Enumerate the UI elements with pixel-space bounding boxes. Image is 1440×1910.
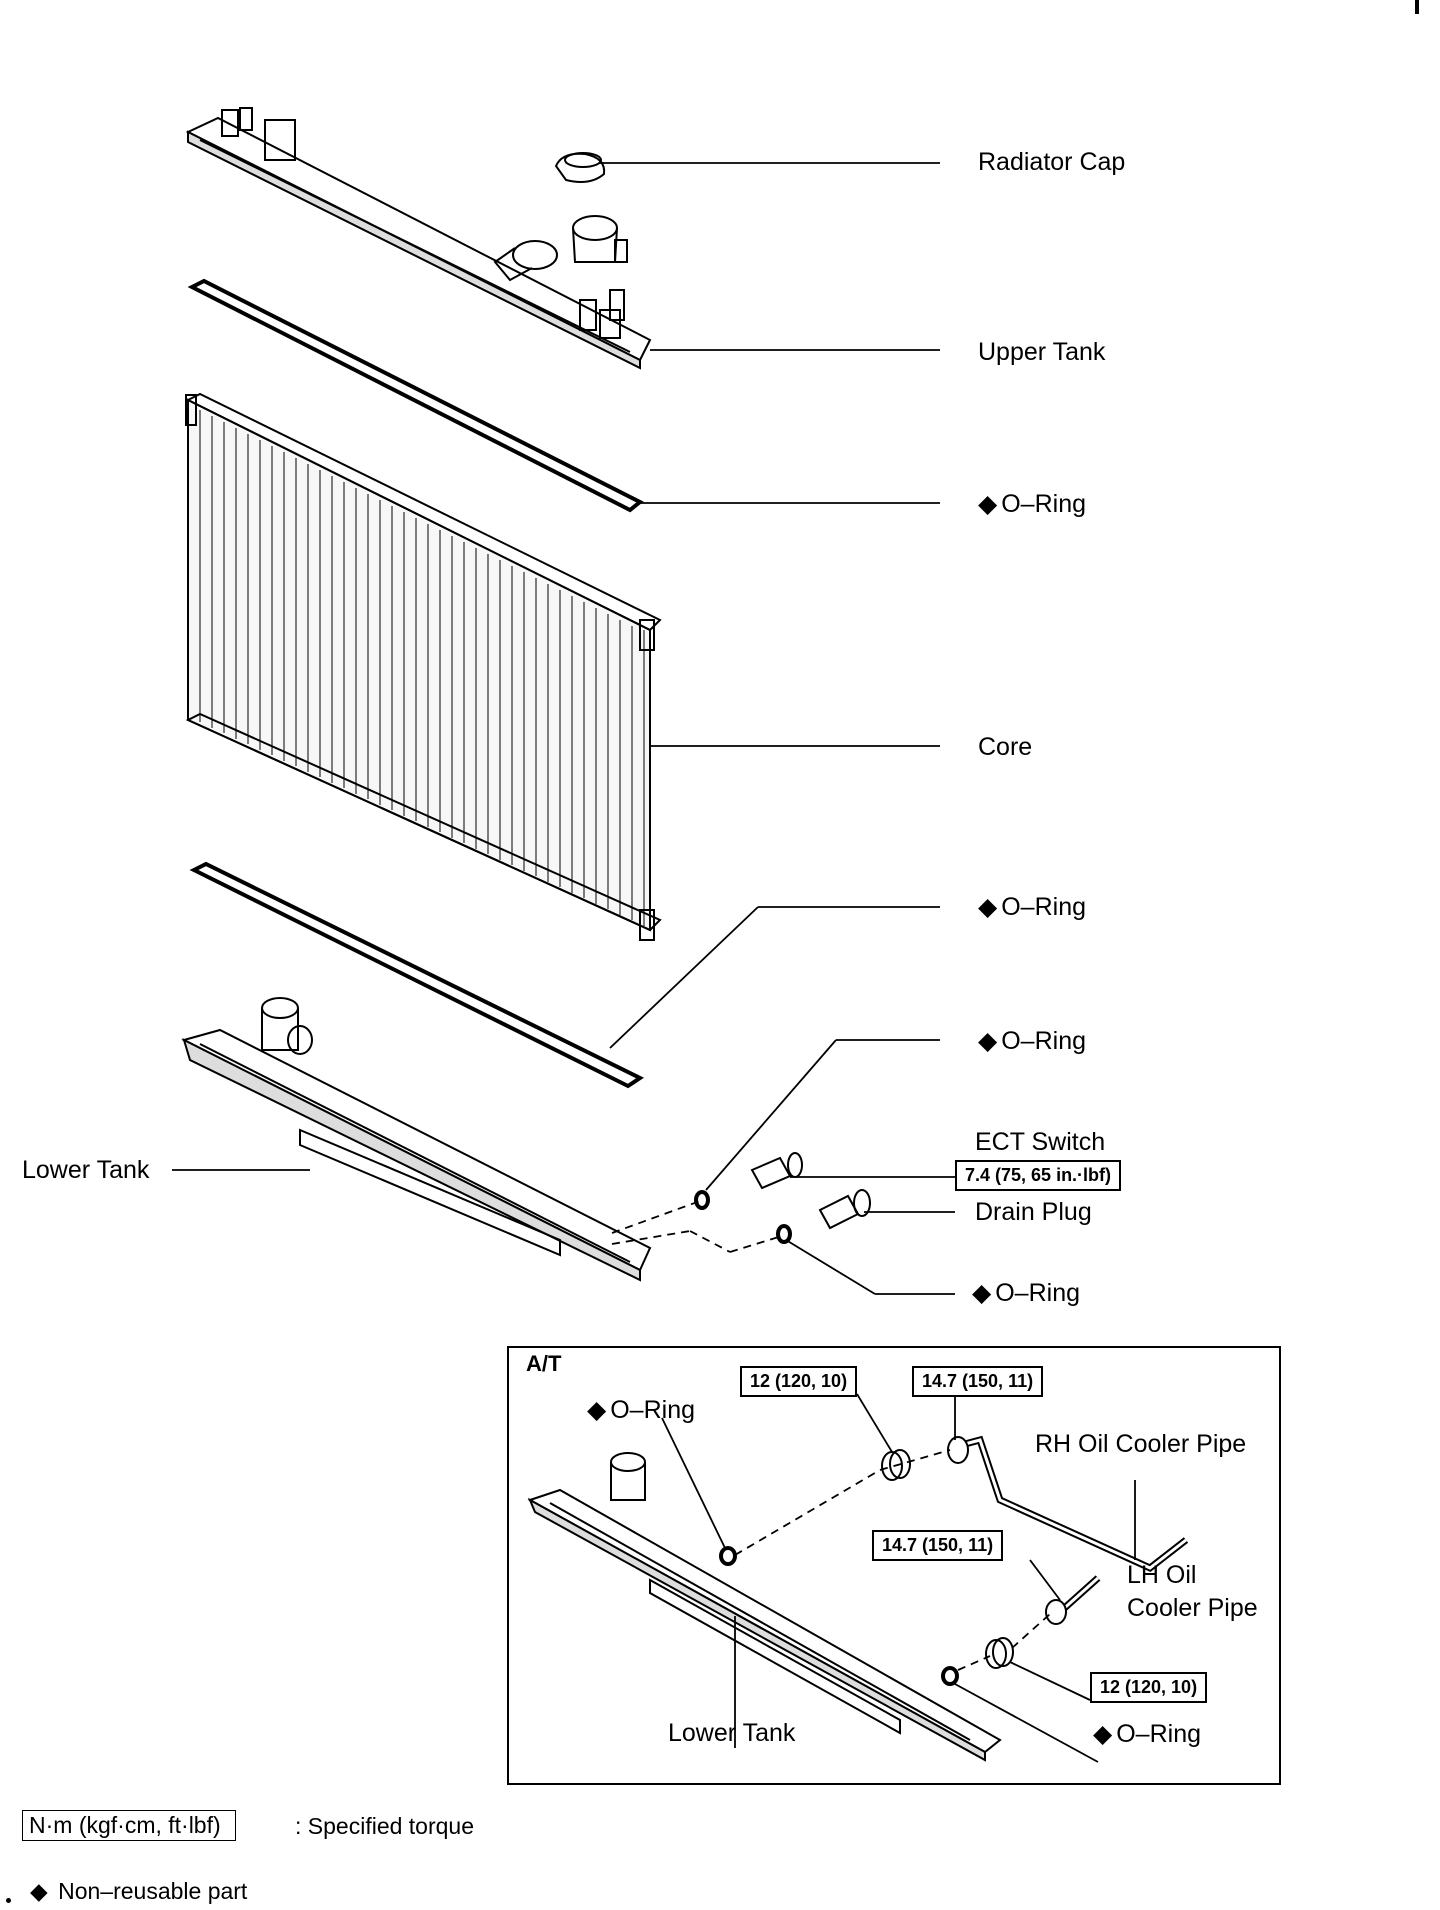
torque-at-12-bottom: 12 (120, 10) [1090, 1672, 1208, 1703]
label-upper-tank: Upper Tank [978, 338, 1106, 366]
torque-at-147-top: 14.7 (150, 11) [912, 1366, 1044, 1397]
drain-plug-part [818, 1189, 871, 1230]
nonreusable-diamond-icon: ◆ [1093, 1720, 1113, 1748]
drain-oring-part [776, 1224, 792, 1244]
label-lh-oil-cooler-pipe-2: Cooler Pipe [1127, 1594, 1258, 1622]
at-oring-right-part [941, 1666, 959, 1686]
label-ect-switch: ECT Switch [975, 1128, 1106, 1156]
at-union-top-part [881, 1449, 911, 1481]
leader-lines [172, 162, 955, 1295]
nonreusable-diamond-icon: ◆ [978, 1027, 998, 1055]
nonreusable-diamond-icon: ◆ [30, 1878, 48, 1904]
page-dot-mark [6, 1898, 11, 1903]
at-inset-panel [507, 1346, 1281, 1785]
ect-oring-part [694, 1190, 710, 1210]
nonreusable-diamond-icon: ◆ [972, 1279, 992, 1307]
torque-at-12-top: 12 (120, 10) [740, 1366, 858, 1397]
legend-torque-units-box: N·m (kgf·cm, ft·lbf) [22, 1810, 236, 1841]
lh-oil-cooler-pipe-part [1045, 1575, 1101, 1625]
label-oring-3: ◆O–Ring [978, 1027, 1086, 1055]
lower-tank-part [181, 997, 652, 1282]
at-lower-tank-part [527, 1452, 1002, 1762]
torque-at-147-mid: 14.7 (150, 11) [872, 1530, 1004, 1561]
label-oring-4: ◆O–Ring [972, 1279, 1080, 1307]
label-rh-oil-cooler-pipe: RH Oil Cooler Pipe [1035, 1430, 1247, 1458]
label-oring-1: ◆O–Ring [978, 490, 1086, 518]
at-union-bottom-part [985, 1637, 1014, 1669]
torque-ect-switch: 7.4 (75, 65 in.·lbf) [955, 1160, 1122, 1191]
nonreusable-diamond-icon: ◆ [587, 1396, 607, 1424]
page-edge-mark [1415, 0, 1419, 14]
upper-tank-part [185, 107, 652, 370]
label-oring-2: ◆O–Ring [978, 893, 1086, 921]
label-radiator-cap: Radiator Cap [978, 148, 1126, 176]
at-panel-tag: A/T [526, 1351, 562, 1376]
ect-switch-part [750, 1152, 803, 1190]
rh-oil-cooler-pipe-part [947, 1435, 1189, 1573]
nonreusable-diamond-icon: ◆ [978, 490, 998, 518]
at-oring-left-part [719, 1546, 737, 1566]
label-drain-plug: Drain Plug [975, 1198, 1092, 1226]
at-dashed-leaders [734, 1449, 1051, 1671]
label-lower-tank: Lower Tank [22, 1156, 150, 1184]
label-core: Core [978, 733, 1033, 761]
label-lh-oil-cooler-pipe-1: LH Oil [1127, 1561, 1197, 1589]
label-at-lower-tank: Lower Tank [668, 1719, 796, 1747]
label-at-oring-right: ◆O–Ring [1093, 1720, 1201, 1748]
upper-oring-part [187, 278, 644, 513]
label-at-oring-left: ◆O–Ring [587, 1396, 695, 1424]
radiator-cap-part [554, 152, 606, 183]
legend-nonreusable: ◆ Non–reusable part [30, 1878, 248, 1904]
legend-torque-desc: : Specified torque [295, 1813, 475, 1839]
lower-oring-part [189, 861, 644, 1089]
dashed-leaders [611, 1200, 783, 1253]
nonreusable-diamond-icon: ◆ [978, 893, 998, 921]
core-part [185, 392, 662, 941]
